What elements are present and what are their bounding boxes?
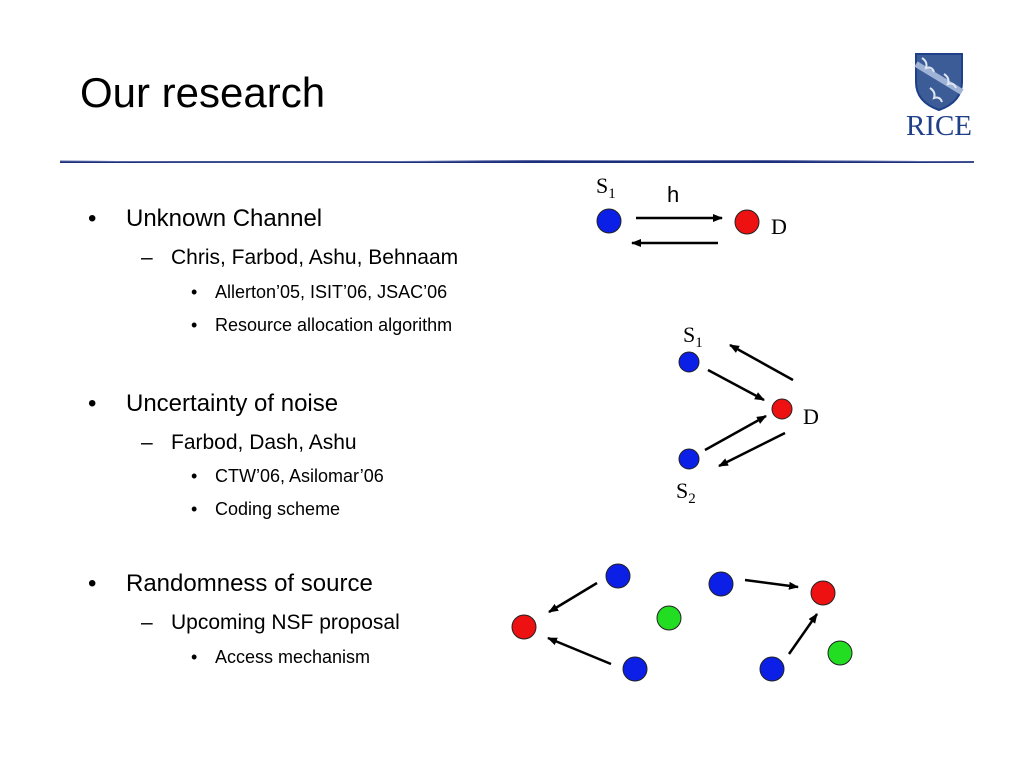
bullet-mark: • xyxy=(88,205,97,232)
dash-mark: – xyxy=(141,246,153,269)
section-people: – Upcoming NSF proposal xyxy=(141,611,400,634)
logo-text: RICE xyxy=(905,110,973,142)
relay-node xyxy=(656,605,682,631)
bullet-mark: • xyxy=(191,499,198,519)
source-node xyxy=(759,656,785,682)
section-heading: • Randomness of source xyxy=(88,570,373,597)
rice-shield-icon xyxy=(914,53,964,112)
section-item: • Resource allocation algorithm xyxy=(191,315,453,335)
link-arrow xyxy=(787,613,819,655)
rice-logo: RICE xyxy=(902,52,976,142)
slide-title: Our research xyxy=(80,69,326,116)
s2-to-d-arrow xyxy=(704,414,767,452)
source-node-s1 xyxy=(596,208,622,234)
source-node xyxy=(708,571,734,597)
section-people-text: Chris, Farbod, Ashu, Behnaam xyxy=(171,246,459,269)
section-item-text: Coding scheme xyxy=(215,499,341,519)
dest-node-d xyxy=(771,398,793,420)
dest-node-d xyxy=(734,209,760,235)
title-divider xyxy=(60,160,974,163)
bullet-mark: • xyxy=(191,282,198,302)
link-arrow xyxy=(744,578,799,590)
section-item: • CTW’06, Asilomar’06 xyxy=(191,466,384,486)
section-heading-text: Unknown Channel xyxy=(126,205,323,232)
bullet-list: • Unknown Channel – Chris, Farbod, Ashu,… xyxy=(88,205,459,667)
section-heading-text: Uncertainty of noise xyxy=(126,390,339,417)
d-to-s1-feedback-arrow xyxy=(729,343,794,382)
source-node xyxy=(622,656,648,682)
section-item-text: Allerton’05, ISIT’06, JSAC’06 xyxy=(215,282,448,302)
section-people: – Farbod, Dash, Ashu xyxy=(141,431,357,454)
d-to-s2-feedback-arrow xyxy=(718,431,786,468)
dest-node xyxy=(810,580,836,606)
section-people: – Chris, Farbod, Ashu, Behnaam xyxy=(141,246,459,269)
section-item-text: CTW’06, Asilomar’06 xyxy=(215,466,384,486)
dash-mark: – xyxy=(141,611,153,634)
source-node-s2 xyxy=(678,448,700,470)
bullet-mark: • xyxy=(88,390,97,417)
bullet-mark: • xyxy=(191,647,198,667)
relay-node xyxy=(827,640,853,666)
s1-to-d-arrow xyxy=(707,368,765,402)
section-heading: • Uncertainty of noise xyxy=(88,390,339,417)
source-label-s1: S1 xyxy=(596,173,616,202)
dash-mark: – xyxy=(141,431,153,454)
single-link-diagram: S1 h D xyxy=(596,173,787,247)
source-node xyxy=(605,563,631,589)
section-item-text: Access mechanism xyxy=(215,647,371,667)
random-source-network xyxy=(511,563,853,682)
bullet-mark: • xyxy=(191,315,198,335)
channel-label-h: h xyxy=(667,182,679,207)
section-item: • Coding scheme xyxy=(191,499,341,519)
bullet-mark: • xyxy=(191,466,198,486)
section-item-text: Resource allocation algorithm xyxy=(215,315,453,335)
section-item: • Allerton’05, ISIT’06, JSAC’06 xyxy=(191,282,448,302)
bullet-mark: • xyxy=(88,570,97,597)
dest-label-d: D xyxy=(803,404,819,429)
source-label-s1: S1 xyxy=(683,322,703,351)
section-people-text: Farbod, Dash, Ashu xyxy=(171,431,357,454)
link-arrow xyxy=(547,636,612,666)
link-arrow xyxy=(548,581,598,614)
section-heading: • Unknown Channel xyxy=(88,205,323,232)
source-label-s2: S2 xyxy=(676,478,696,507)
dest-label-d: D xyxy=(771,214,787,239)
section-item: • Access mechanism xyxy=(191,647,371,667)
two-source-diagram: S1 D S2 xyxy=(676,322,819,507)
section-people-text: Upcoming NSF proposal xyxy=(171,611,400,634)
source-node-s1 xyxy=(678,351,700,373)
section-heading-text: Randomness of source xyxy=(126,570,373,597)
dest-node xyxy=(511,614,537,640)
